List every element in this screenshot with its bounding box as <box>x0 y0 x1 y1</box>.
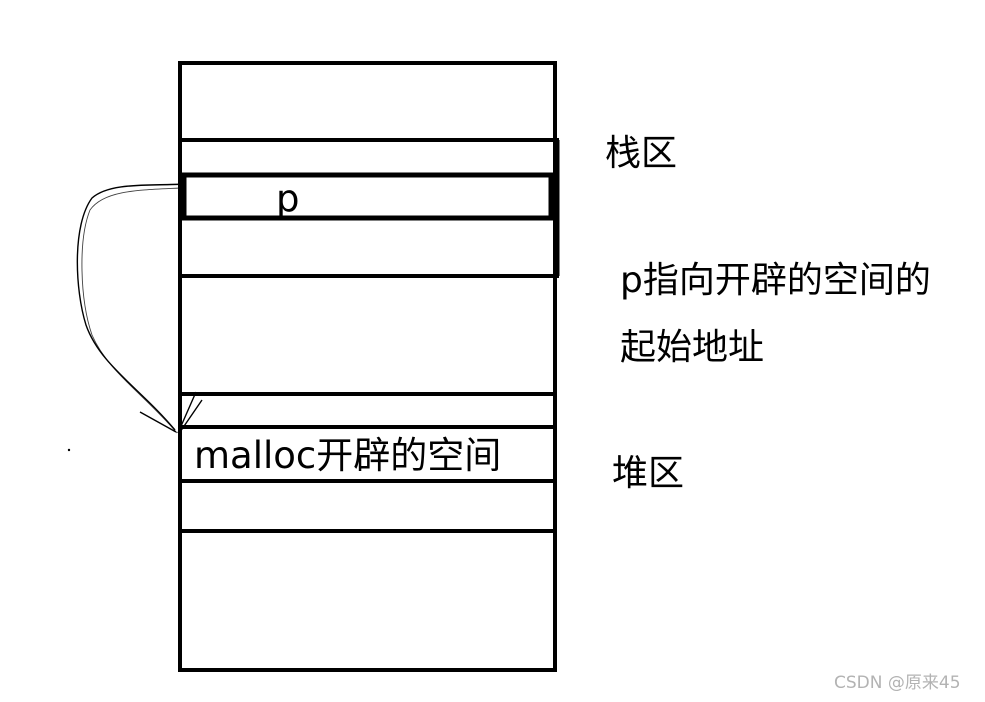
stack-region-box <box>178 138 559 278</box>
description-line2: 起始地址 <box>620 327 765 368</box>
description-line1: p指向开辟的空间的 <box>620 260 931 301</box>
arrow-head <box>139 391 203 434</box>
heap-region-label: 堆区 <box>612 453 685 494</box>
pointer-arrow <box>76 183 185 431</box>
pointer-label: p <box>276 177 300 220</box>
heap-block-label: malloc开辟的空间 <box>194 434 502 477</box>
pointer-cell <box>181 172 554 221</box>
stray-dot <box>67 448 71 452</box>
memory-column <box>178 61 557 672</box>
watermark: CSDN @原来45 <box>834 673 961 693</box>
pointer-arrow-stroke2 <box>81 187 181 434</box>
stack-region-label: 栈区 <box>605 133 678 174</box>
heap-block-cell <box>178 425 557 483</box>
